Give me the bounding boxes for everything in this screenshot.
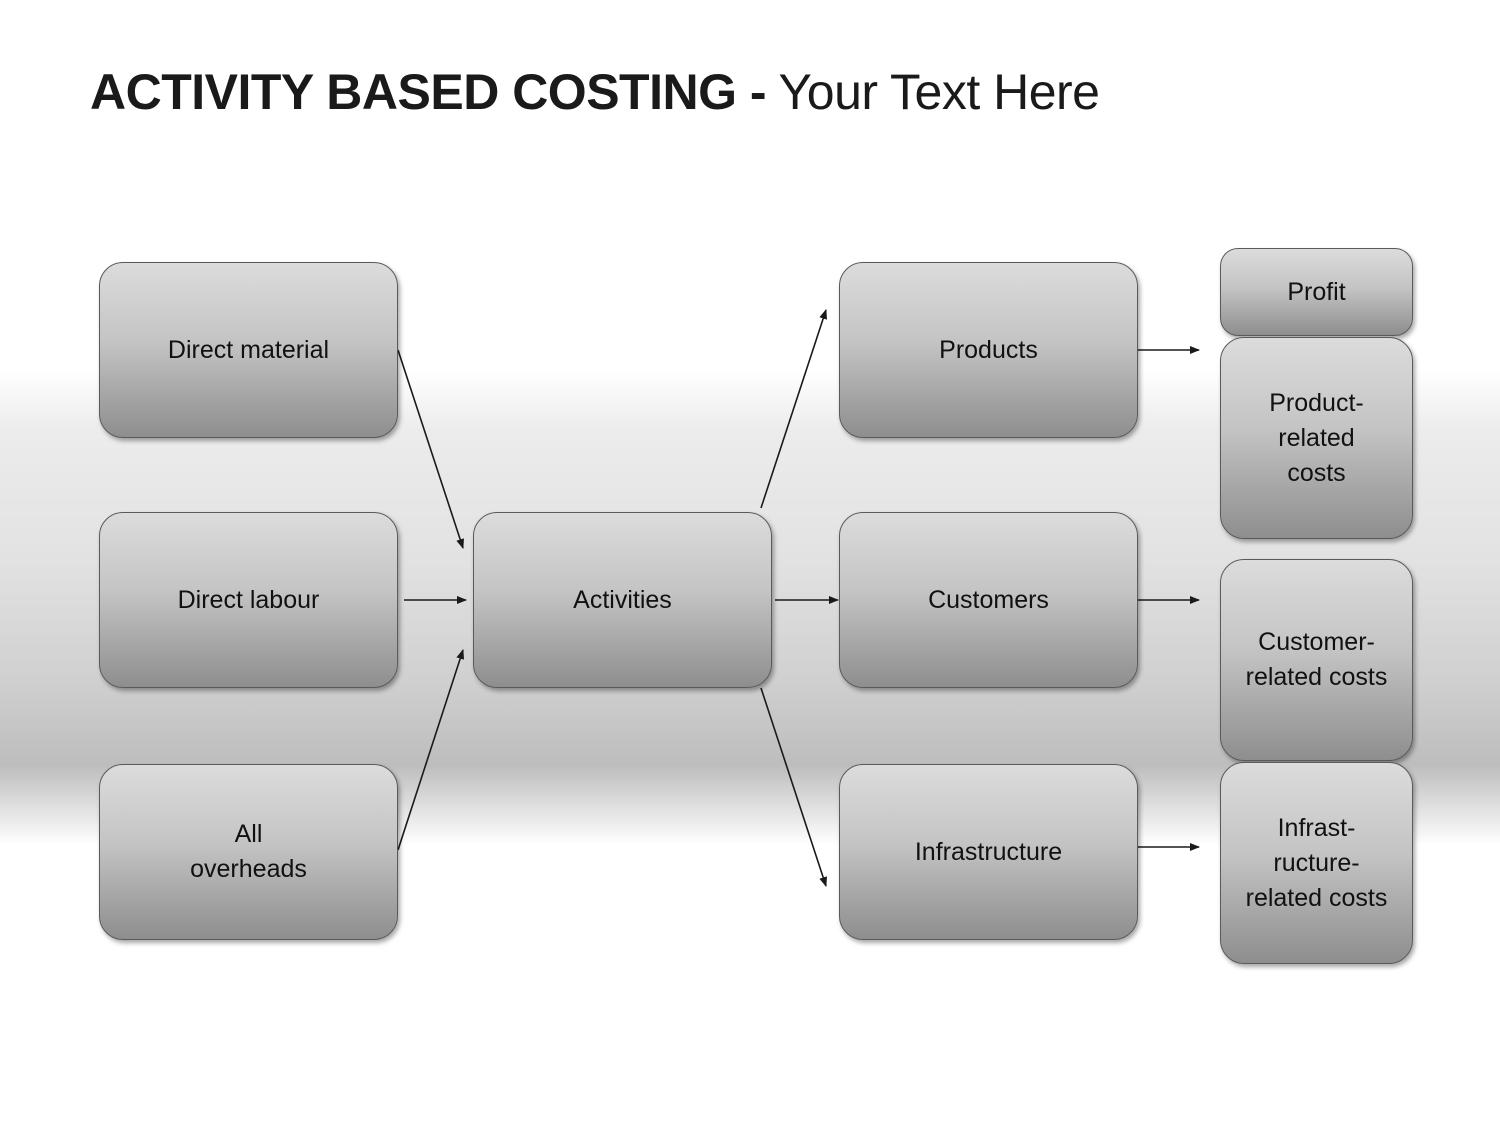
node-profit: Profit	[1220, 248, 1413, 336]
node-infrastructure: Infrastructure	[839, 764, 1138, 940]
node-activities-label: Activities	[573, 585, 672, 614]
node-activities: Activities	[473, 512, 772, 688]
node-customers: Customers	[839, 512, 1138, 688]
node-all-overheads-label: All overheads	[190, 820, 307, 883]
node-direct-labour-label: Direct labour	[177, 585, 320, 614]
node-profit-label: Profit	[1287, 277, 1346, 306]
node-direct-labour: Direct labour	[99, 512, 398, 688]
node-customer-related-costs-label: Customer- related costs	[1245, 628, 1388, 691]
node-products: Products	[839, 262, 1138, 438]
node-direct-material: Direct material	[99, 262, 398, 438]
node-product-related-costs-label: Product- related costs	[1269, 388, 1364, 487]
node-products-label: Products	[939, 335, 1038, 364]
node-product-related-costs: Product- related costs	[1220, 337, 1413, 539]
node-direct-material-label: Direct material	[167, 335, 330, 364]
arrow-activities-to-infrastructure	[760, 687, 827, 887]
arrow-material-to-activities	[397, 349, 464, 549]
node-customers-label: Customers	[928, 585, 1049, 614]
node-infrastructure-related-costs: Infrast- ructure- related costs	[1220, 762, 1413, 964]
title-subtitle: Your Text Here	[778, 64, 1100, 120]
node-infrastructure-related-costs-label: Infrast- ructure- related costs	[1245, 813, 1388, 912]
arrow-overheads-to-activities	[397, 649, 465, 851]
slide-title: ACTIVITY BASED COSTING - Your Text Here	[90, 60, 1100, 124]
node-infrastructure-label: Infrastructure	[914, 837, 1063, 866]
title-bold: ACTIVITY BASED COSTING -	[90, 64, 767, 120]
arrow-activities-to-products	[760, 309, 827, 509]
node-all-overheads: All overheads	[99, 764, 398, 940]
node-customer-related-costs: Customer- related costs	[1220, 559, 1413, 761]
